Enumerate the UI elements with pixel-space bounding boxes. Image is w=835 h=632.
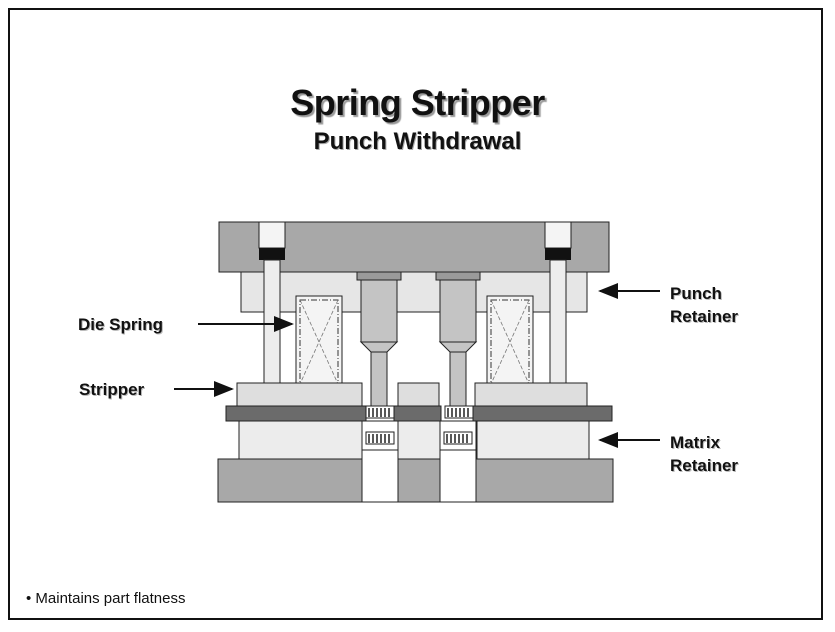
- slide-frame: [8, 8, 823, 620]
- die-spring-left: [295, 295, 343, 389]
- slug-right: [444, 405, 474, 419]
- top-die-shoe: [218, 221, 610, 273]
- strip-material: [225, 405, 613, 422]
- stripper-plate: [236, 382, 588, 407]
- footnote-bullet: • Maintains part flatness: [26, 590, 186, 607]
- matrix-retainer-label-line2: Retainer: [670, 456, 739, 475]
- diagram-subtitle: Punch Withdrawal: [313, 128, 522, 155]
- slug-left: [365, 405, 395, 419]
- bottom-die-shoe: [217, 458, 614, 503]
- matrix-opening-right: [439, 420, 477, 503]
- stripper-bolt-right: [544, 221, 572, 384]
- matrix-retainer-label: Matrix Retainer: [670, 431, 738, 477]
- matrix-retainer-plate: [238, 420, 590, 460]
- die-spring-right: [486, 295, 534, 389]
- punch-retainer-label-line1: Punch: [670, 284, 722, 303]
- punch-retainer-plate: [240, 271, 588, 313]
- punch-retainer-label-line2: Retainer: [670, 307, 739, 326]
- punch-retainer-label: Punch Retainer: [670, 282, 738, 328]
- punch-left: [356, 271, 402, 407]
- slug-serration: [368, 408, 469, 417]
- matrix-retainer-label-line1: Matrix: [670, 433, 721, 452]
- stripper-bolt-left: [258, 221, 286, 384]
- punch-right: [435, 271, 481, 407]
- die-spring-label: Die Spring: [78, 315, 164, 334]
- matrix-opening-left: [361, 420, 399, 503]
- stripper-label: Stripper: [79, 380, 145, 399]
- diagram-title: Spring Stripper: [290, 82, 545, 123]
